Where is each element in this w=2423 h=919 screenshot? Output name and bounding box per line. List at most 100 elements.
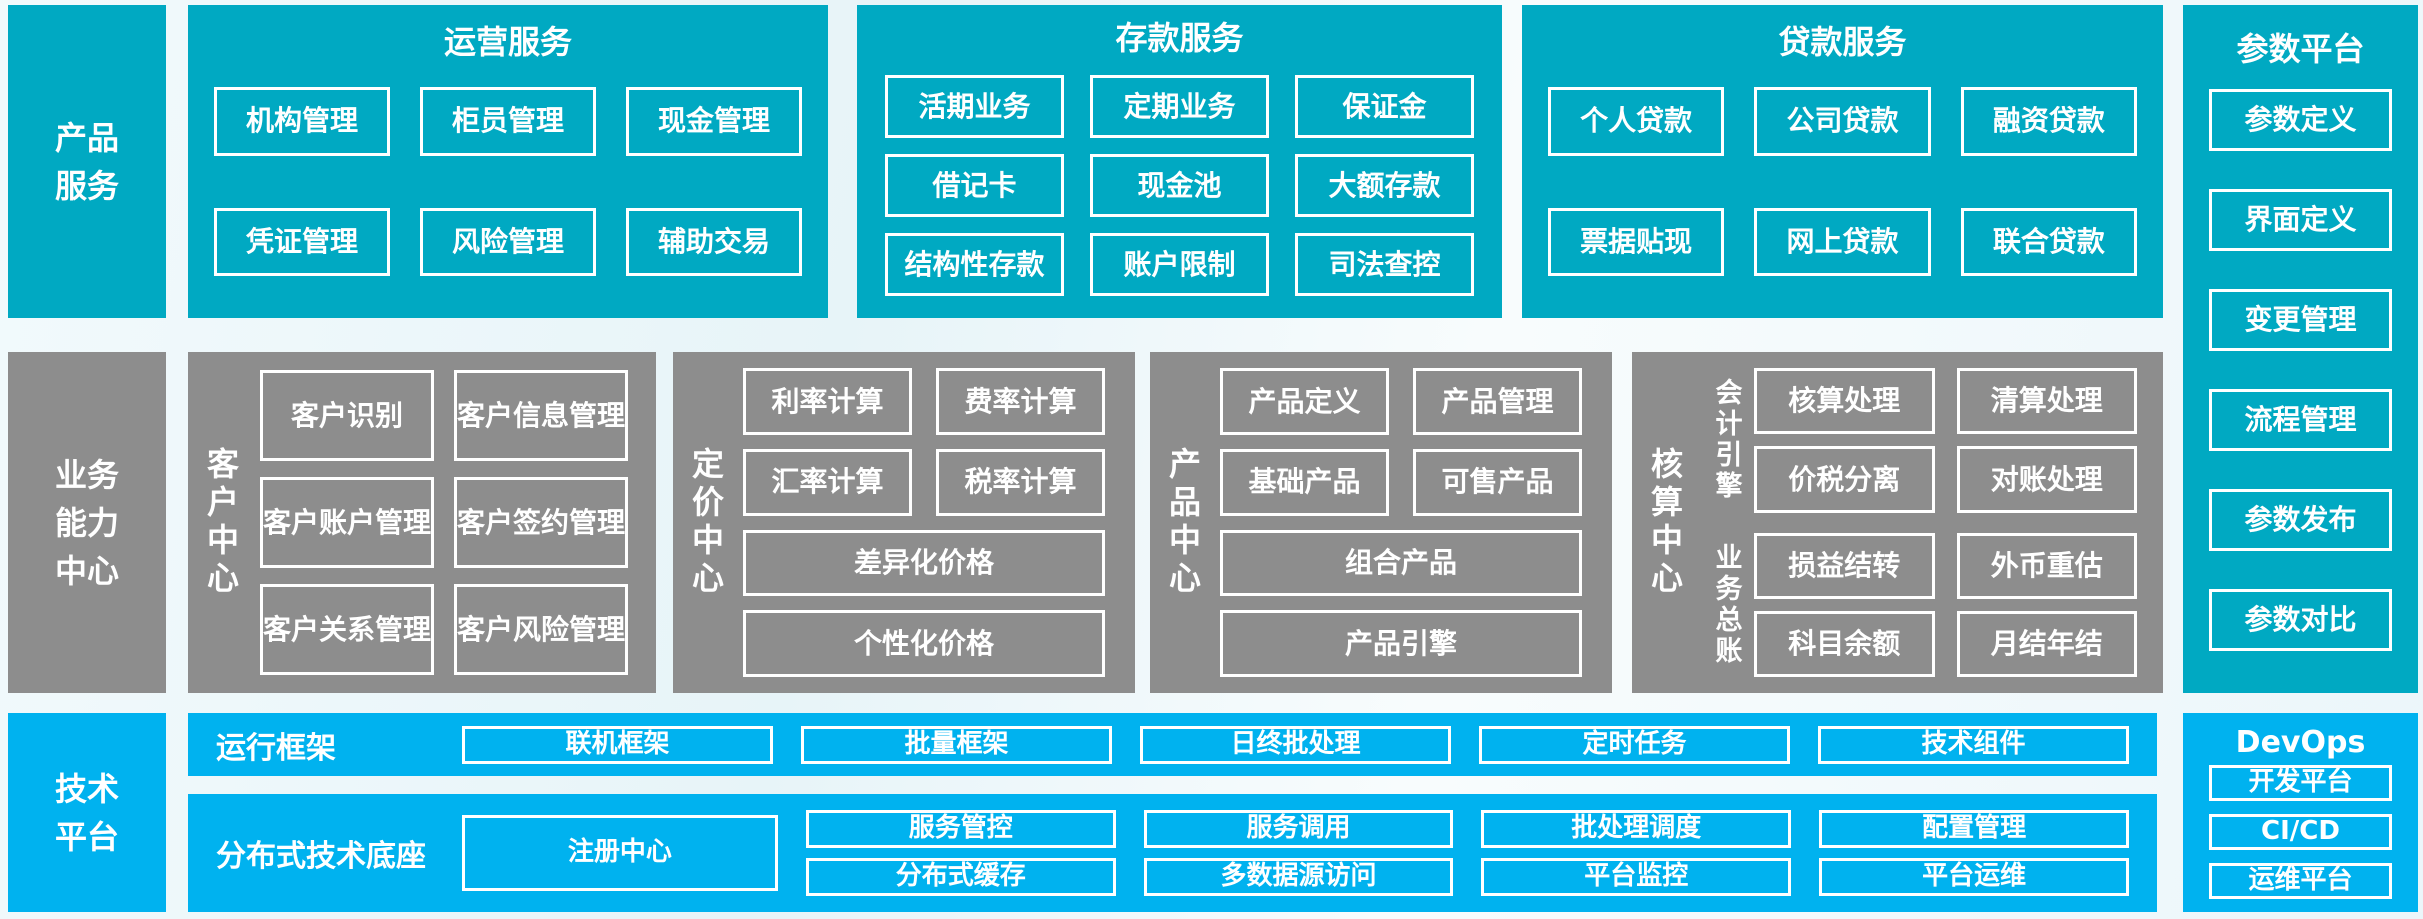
diagram-box: 辅助交易	[626, 207, 802, 276]
diagram-box: 核算处理	[1754, 368, 1935, 435]
section-title: 运行框架	[216, 730, 336, 766]
rail-technology-platform: 技术平台	[8, 713, 166, 912]
diagram-box: 参数发布	[2209, 489, 2392, 551]
diagram-box: 注册中心	[462, 815, 778, 891]
rail-product-services: 产品服务	[8, 5, 166, 318]
group-vertical-label: 业务总账	[1710, 542, 1742, 667]
diagram-box: 机构管理	[214, 87, 390, 156]
section-grid: 利率计算 费率计算 汇率计算 税率计算 差异化价格 个性化价格	[739, 352, 1135, 693]
diagram-box: 清算处理	[1956, 368, 2137, 435]
diagram-box: 保证金	[1295, 75, 1474, 138]
diagram-box: 产品引擎	[1220, 610, 1582, 677]
diagram-box: 参数对比	[2209, 589, 2392, 651]
group-accounting-engine: 会计引擎 核算处理 清算处理 价税分离 对账处理	[1698, 368, 2137, 513]
diagram-box: 定时任务	[1479, 725, 1790, 764]
section-accounting-center: 核算中心 会计引擎 核算处理 清算处理 价税分离 对账处理 业务总账 损益结转 …	[1632, 352, 2163, 693]
diagram-box: 客户签约管理	[454, 477, 628, 568]
diagram-box: 融资贷款	[1960, 87, 2137, 156]
diagram-box: 多数据源访问	[1143, 858, 1454, 896]
diagram-box: 批量框架	[801, 725, 1112, 764]
diagram-box: 月结年结	[1956, 610, 2137, 677]
diagram-box: 开发平台	[2209, 765, 2392, 801]
diagram-box: 结构性存款	[885, 233, 1064, 296]
diagram-box: 界面定义	[2209, 189, 2392, 251]
diagram-box: 大额存款	[1295, 154, 1474, 217]
section-distributed-base: 分布式技术底座 注册中心 服务管控 分布式缓存 服务调用 多数据源访问 批处理调…	[188, 794, 2157, 912]
section-vertical-label: 产品中心	[1164, 446, 1202, 599]
diagram-box: 平台监控	[1481, 858, 1792, 896]
diagram-box: 技术组件	[1818, 725, 2129, 764]
diagram-box: 差异化价格	[743, 529, 1105, 597]
diagram-box: 服务管控	[805, 810, 1116, 848]
diagram-box: 活期业务	[885, 75, 1064, 138]
section-grid: 个人贷款 公司贷款 融资贷款 票据贴现 网上贷款 联合贷款	[1522, 75, 2163, 318]
diagram-box: 流程管理	[2209, 389, 2392, 451]
diagram-box: 联机框架	[462, 725, 773, 764]
diagram-box: 柜员管理	[420, 87, 596, 156]
diagram-box: CI/CD	[2209, 814, 2392, 850]
diagram-box: 外币重估	[1956, 532, 2137, 599]
section-customer-center: 客户中心 客户识别 客户信息管理 客户账户管理 客户签约管理 客户关系管理 客户…	[188, 352, 656, 693]
diagram-box: 定期业务	[1090, 75, 1269, 138]
box-pair: 批处理调度 平台监控	[1481, 810, 1792, 896]
section-parameter-platform: 参数平台 参数定义 界面定义 变更管理 流程管理 参数发布 参数对比	[2183, 5, 2418, 693]
diagram-box: 日终批处理	[1140, 725, 1451, 764]
diagram-box: 运维平台	[2209, 863, 2392, 899]
diagram-box: 配置管理	[1819, 810, 2129, 848]
diagram-box: 风险管理	[420, 207, 596, 276]
diagram-box: 客户识别	[260, 370, 434, 461]
diagram-box: 批处理调度	[1481, 810, 1792, 848]
diagram-box: 客户信息管理	[454, 370, 628, 461]
diagram-box: 利率计算	[743, 368, 912, 435]
diagram-box: 网上贷款	[1754, 207, 1931, 276]
section-operations-services: 运营服务 机构管理 柜员管理 现金管理 凭证管理 风险管理 辅助交易	[188, 5, 828, 318]
section-grid: 客户识别 客户信息管理 客户账户管理 客户签约管理 客户关系管理 客户风险管理	[254, 352, 656, 693]
section-grid: 机构管理 柜员管理 现金管理 凭证管理 风险管理 辅助交易	[188, 75, 828, 318]
group-business-ledger: 业务总账 损益结转 外币重估 科目余额 月结年结	[1698, 532, 2137, 677]
section-vertical-label: 核算中心	[1646, 446, 1684, 599]
diagram-box: 公司贷款	[1754, 87, 1931, 156]
diagram-box: 费率计算	[936, 368, 1105, 435]
diagram-box: 参数定义	[2209, 89, 2392, 151]
diagram-box: 分布式缓存	[805, 858, 1116, 896]
section-title: 运营服务	[443, 23, 572, 61]
diagram-box: 产品管理	[1413, 368, 1582, 435]
section-title: DevOps	[2235, 724, 2366, 760]
rail-label: 产品服务	[54, 118, 119, 205]
diagram-box: 价税分离	[1754, 446, 1935, 513]
diagram-box: 票据贴现	[1548, 207, 1725, 276]
diagram-box: 基础产品	[1220, 448, 1389, 516]
diagram-box: 现金池	[1090, 154, 1269, 217]
box-pair: 服务调用 多数据源访问	[1143, 810, 1454, 896]
diagram-box: 联合贷款	[1960, 207, 2137, 276]
diagram-box: 税率计算	[936, 448, 1105, 516]
diagram-box: 汇率计算	[743, 448, 912, 516]
accounting-groups: 会计引擎 核算处理 清算处理 价税分离 对账处理 业务总账 损益结转 外币重估 …	[1698, 352, 2163, 693]
diagram-box: 对账处理	[1956, 446, 2137, 513]
section-grid: 活期业务 定期业务 保证金 借记卡 现金池 大额存款 结构性存款 账户限制 司法…	[857, 67, 1502, 318]
section-grid: 损益结转 外币重估 科目余额 月结年结	[1754, 532, 2137, 677]
diagram-box: 产品定义	[1220, 368, 1389, 435]
section-deposit-services: 存款服务 活期业务 定期业务 保证金 借记卡 现金池 大额存款 结构性存款 账户…	[857, 5, 1502, 318]
diagram-box: 司法查控	[1295, 233, 1474, 296]
rail-label: 技术平台	[54, 769, 119, 856]
box-pair: 服务管控 分布式缓存	[805, 810, 1116, 896]
diagram-box: 借记卡	[885, 154, 1064, 217]
diagram-box: 可售产品	[1413, 448, 1582, 516]
diagram-box: 平台运维	[1819, 858, 2129, 896]
diagram-box: 变更管理	[2209, 289, 2392, 351]
section-loan-services: 贷款服务 个人贷款 公司贷款 融资贷款 票据贴现 网上贷款 联合贷款	[1522, 5, 2163, 318]
diagram-box: 客户关系管理	[260, 584, 434, 675]
diagram-box: 账户限制	[1090, 233, 1269, 296]
diagram-box: 组合产品	[1220, 529, 1582, 597]
section-pricing-center: 定价中心 利率计算 费率计算 汇率计算 税率计算 差异化价格 个性化价格	[673, 352, 1135, 693]
diagram-box: 个性化价格	[743, 610, 1105, 677]
diagram-box: 客户账户管理	[260, 477, 434, 568]
section-grid: 核算处理 清算处理 价税分离 对账处理	[1754, 368, 2137, 513]
rail-label: 业务能力中心	[54, 455, 119, 590]
section-title: 贷款服务	[1778, 23, 1907, 61]
group-vertical-label: 会计引擎	[1710, 378, 1742, 503]
section-title: 参数平台	[2236, 30, 2365, 68]
section-vertical-label: 客户中心	[202, 446, 240, 599]
